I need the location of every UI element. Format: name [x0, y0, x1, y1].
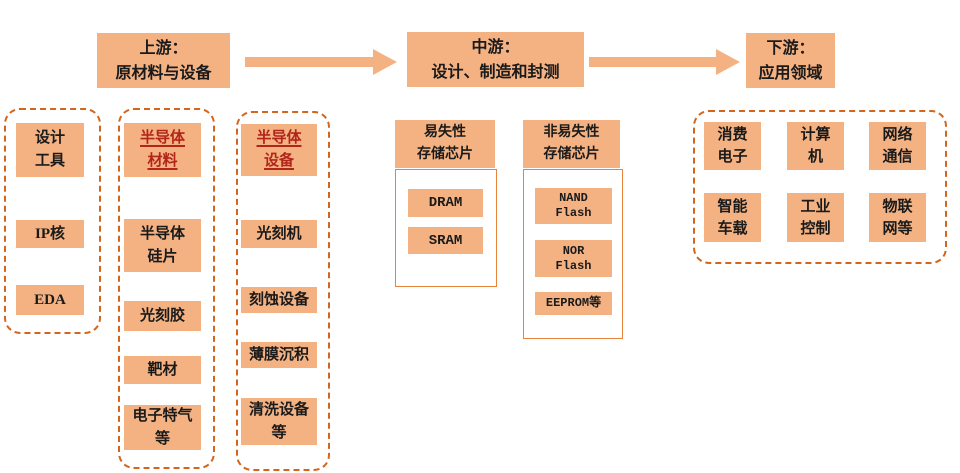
box-volatile-memory-header: 易失性 存储芯片 — [395, 120, 495, 168]
box-silicon-wafer: 半导体 硅片 — [124, 219, 201, 272]
box-semiconductor-materials-title: 半导体 材料 — [124, 123, 201, 177]
stage-downstream: 下游： 应用领域 — [746, 33, 835, 88]
box-cleaning-equipment: 清洗设备 等 — [241, 398, 317, 445]
box-iot: 物联 网等 — [869, 193, 926, 242]
box-ip-core: IP核 — [16, 220, 84, 248]
box-target-material: 靶材 — [124, 356, 201, 384]
stage-midstream: 中游： 设计、制造和封测 — [407, 32, 584, 87]
box-sram: SRAM — [408, 227, 483, 254]
box-nor-flash: NOR Flash — [535, 240, 612, 277]
box-industrial-control: 工业 控制 — [787, 193, 844, 242]
box-electronic-special-gases: 电子特气 等 — [124, 405, 201, 450]
group-semiconductor-equipment — [236, 111, 330, 471]
arrow-shaft — [589, 57, 716, 67]
box-eeprom: EEPROM等 — [535, 292, 612, 315]
arrow-head-icon — [373, 49, 397, 75]
flow-arrow-upstream-to-midstream — [245, 49, 397, 75]
box-semiconductor-equipment-title: 半导体 设备 — [241, 124, 317, 176]
flow-arrow-midstream-to-downstream — [589, 49, 740, 75]
group-design-tools — [4, 108, 101, 334]
box-photoresist: 光刻胶 — [124, 301, 201, 331]
box-lithography-machine: 光刻机 — [241, 220, 317, 248]
box-nonvolatile-memory-header: 非易失性 存储芯片 — [523, 120, 620, 168]
group-applications — [693, 110, 947, 264]
box-eda: EDA — [16, 285, 84, 315]
box-consumer-electronics: 消费 电子 — [704, 122, 761, 170]
group-semiconductor-materials — [118, 108, 215, 469]
arrow-shaft — [245, 57, 373, 67]
box-design-tools: 设计 工具 — [16, 123, 84, 177]
stage-upstream: 上游： 原材料与设备 — [97, 33, 230, 88]
box-etching-equipment: 刻蚀设备 — [241, 287, 317, 313]
box-smart-automotive: 智能 车载 — [704, 193, 761, 242]
box-dram: DRAM — [408, 189, 483, 217]
box-nand-flash: NAND Flash — [535, 188, 612, 224]
box-thin-film-deposition: 薄膜沉积 — [241, 342, 317, 368]
arrow-head-icon — [716, 49, 740, 75]
box-computer: 计算 机 — [787, 122, 844, 170]
box-network-communication: 网络 通信 — [869, 122, 926, 170]
